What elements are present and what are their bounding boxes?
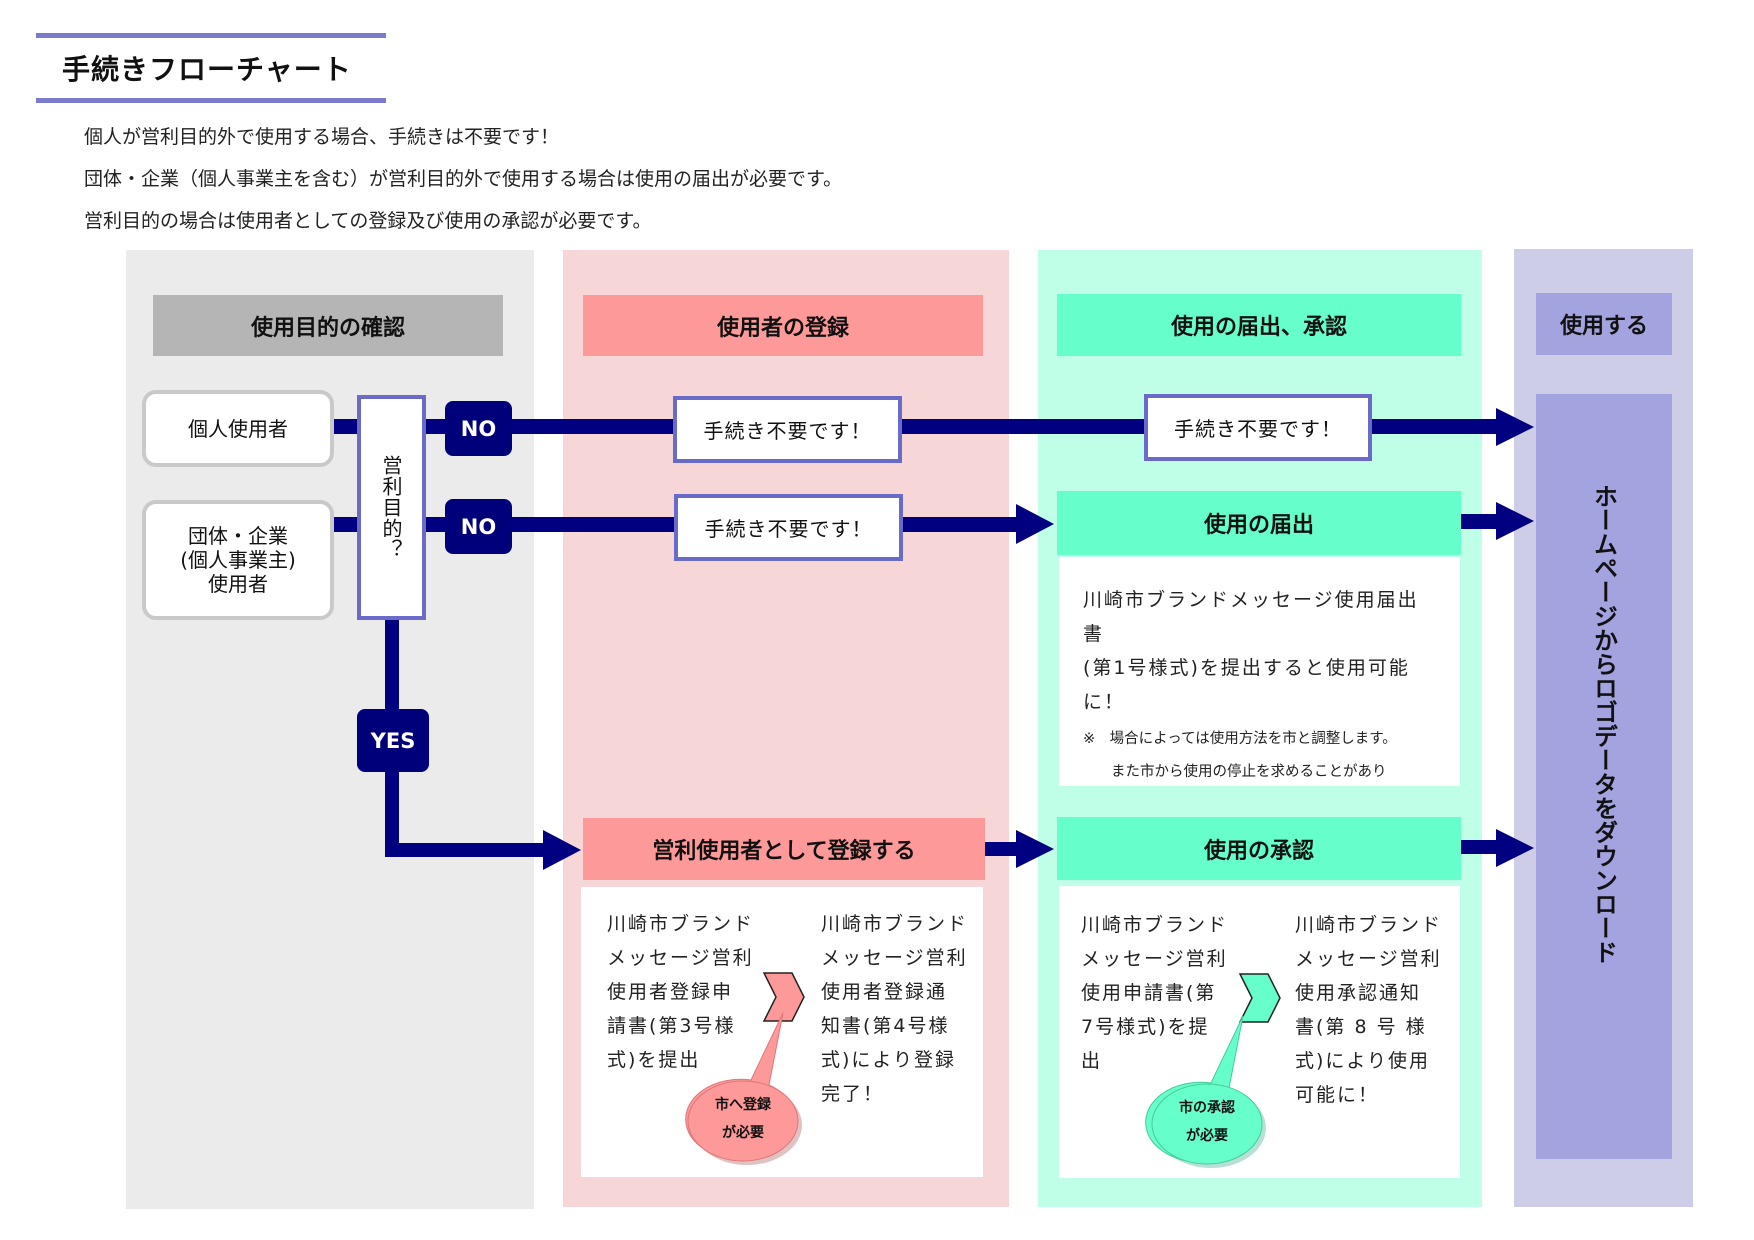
no-procedure-box-row2-registration: 手続き不要です！ xyxy=(674,494,903,561)
page-title: 手続きフローチャート xyxy=(62,53,352,86)
individual-user-box: 個人使用者 xyxy=(142,390,334,467)
approval-left-line-2: メッセージ営利 xyxy=(1081,948,1228,970)
download-logo-label: ホームページからロゴデータをダウンロード xyxy=(1589,484,1618,964)
group-user-line-2: (個人事業主) xyxy=(180,548,296,572)
approval-left-line-5: 出 xyxy=(1081,1050,1103,1072)
title-rule-bottom xyxy=(36,98,386,103)
arrow-head-row2-use xyxy=(1496,502,1534,540)
approval-left-line-4: 7号様式)を提 xyxy=(1081,1016,1210,1038)
registration-application-text: 川崎市ブランド メッセージ営利 使用者登録申 請書(第3号様 式)を提出 xyxy=(607,907,754,1077)
registration-bubble-line-1: 市へ登録 xyxy=(715,1097,771,1113)
group-user-line-3: 使用者 xyxy=(208,572,268,596)
notification-body-line-1: 川崎市ブランドメッセージ使用届出書 xyxy=(1083,589,1419,645)
approval-step-header: 使用の承認 xyxy=(1057,817,1461,880)
approval-chevron-icon xyxy=(1238,973,1281,1023)
registration-left-line-4: 請書(第3号様 xyxy=(607,1015,736,1037)
registration-right-line-1: 川崎市ブランド xyxy=(821,913,969,935)
intro-line-2: 団体・企業（個人事業主を含む）が営利目的外で使用する場合は使用の届出が必要です。 xyxy=(84,168,843,190)
registration-left-line-3: 使用者登録申 xyxy=(607,981,734,1003)
registration-chevron-icon xyxy=(762,972,805,1022)
approval-bubble-line-2: が必要 xyxy=(1186,1128,1228,1144)
arrow-head-approve xyxy=(1496,829,1534,867)
arrow-head-yes xyxy=(543,830,581,870)
header-notification: 使用の届出、承認 xyxy=(1057,294,1461,356)
title-rule-top xyxy=(36,33,386,38)
notification-body-line-3: に！ xyxy=(1083,691,1126,713)
no-badge-individual: NO xyxy=(445,401,512,456)
registration-right-line-4: 知書(第4号様 xyxy=(821,1015,950,1037)
registration-left-line-5: 式)を提出 xyxy=(607,1049,701,1071)
connector-row2-b xyxy=(1461,514,1503,529)
no-procedure-box-row1-notification: 手続き不要です！ xyxy=(1144,394,1372,461)
individual-user-label: 個人使用者 xyxy=(188,416,288,441)
no-badge-group: NO xyxy=(445,499,512,554)
approval-step-body: 川崎市ブランド メッセージ営利 使用申請書(第 7号様式)を提 出 川崎市ブラン… xyxy=(1059,886,1460,1178)
notification-step-body: 川崎市ブランドメッセージ使用届出書 (第1号様式)を提出すると使用可能 に！ ※… xyxy=(1059,557,1460,786)
registration-step-body: 川崎市ブランド メッセージ営利 使用者登録申 請書(第3号様 式)を提出 川崎市… xyxy=(581,887,983,1177)
approval-right-line-4: 書(第 8 号 様 xyxy=(1295,1016,1427,1038)
approval-bubble-line-1: 市の承認 xyxy=(1179,1100,1235,1116)
registration-right-line-5: 式)により登録 xyxy=(821,1049,957,1071)
arrow-head-row2-mint xyxy=(1016,504,1054,544)
group-user-box: 団体・企業 (個人事業主) 使用者 xyxy=(142,500,334,620)
approval-application-text: 川崎市ブランド メッセージ営利 使用申請書(第 7号様式)を提 出 xyxy=(1081,908,1228,1078)
notification-body-line-2: (第1号様式)を提出すると使用可能 xyxy=(1083,657,1410,679)
approval-right-line-3: 使用承認通知 xyxy=(1295,982,1422,1004)
registration-bubble-text: 市へ登録 が必要 xyxy=(693,1091,793,1147)
registration-left-line-1: 川崎市ブランド xyxy=(607,913,755,935)
commercial-purpose-decision: 営利目的？ xyxy=(357,395,426,620)
approval-right-line-5: 式)により使用 xyxy=(1295,1050,1431,1072)
registration-speech-bubble-icon xyxy=(685,1012,802,1165)
yes-badge: YES xyxy=(357,709,429,772)
notification-note-line-1: ※ 場合によっては使用方法を市と調整します。 xyxy=(1083,731,1397,747)
group-user-line-1: 団体・企業 xyxy=(188,524,288,548)
registration-result-text: 川崎市ブランド メッセージ営利 使用者登録通 知書(第4号様 式)により登録 完… xyxy=(821,907,968,1111)
connector-approve-to-use xyxy=(1461,840,1503,854)
decision-label: 営利目的？ xyxy=(379,455,403,560)
intro-line-1: 個人が営利目的外で使用する場合、手続きは不要です！ xyxy=(84,126,560,148)
approval-left-line-3: 使用申請書(第 xyxy=(1081,982,1217,1004)
arrow-head-register xyxy=(1016,830,1054,868)
header-use: 使用する xyxy=(1536,293,1672,355)
no-procedure-box-row1-registration: 手続き不要です！ xyxy=(673,396,902,463)
registration-right-line-6: 完了！ xyxy=(821,1083,885,1105)
connector-yes-horizontal xyxy=(385,843,555,857)
registration-bubble-line-2: が必要 xyxy=(722,1125,764,1141)
notification-step-header: 使用の届出 xyxy=(1057,491,1461,555)
approval-bubble-text: 市の承認 が必要 xyxy=(1157,1094,1257,1150)
registration-right-line-2: メッセージ営利 xyxy=(821,947,968,969)
intro-line-3: 営利目的の場合は使用者としての登録及び使用の承認が必要です。 xyxy=(84,210,652,232)
header-registration: 使用者の登録 xyxy=(583,295,983,356)
download-logo-box: ホームページからロゴデータをダウンロード xyxy=(1536,394,1672,1159)
registration-right-line-3: 使用者登録通 xyxy=(821,981,948,1003)
approval-result-text: 川崎市ブランド メッセージ営利 使用承認通知 書(第 8 号 様 式)により使用… xyxy=(1295,908,1442,1112)
connector-register-to-approve xyxy=(985,842,1023,856)
registration-step-header: 営利使用者として登録する xyxy=(583,818,985,880)
notification-note-line-2: また市から使用の停止を求めることがあり xyxy=(1111,764,1387,780)
arrow-head-row1 xyxy=(1496,408,1534,446)
header-purpose: 使用目的の確認 xyxy=(153,295,503,356)
registration-left-line-2: メッセージ営利 xyxy=(607,947,754,969)
approval-right-line-6: 可能に！ xyxy=(1295,1084,1380,1106)
approval-right-line-1: 川崎市ブランド xyxy=(1295,914,1443,936)
approval-left-line-1: 川崎市ブランド xyxy=(1081,914,1229,936)
approval-right-line-2: メッセージ営利 xyxy=(1295,948,1442,970)
approval-speech-bubble-icon xyxy=(1145,1015,1266,1168)
